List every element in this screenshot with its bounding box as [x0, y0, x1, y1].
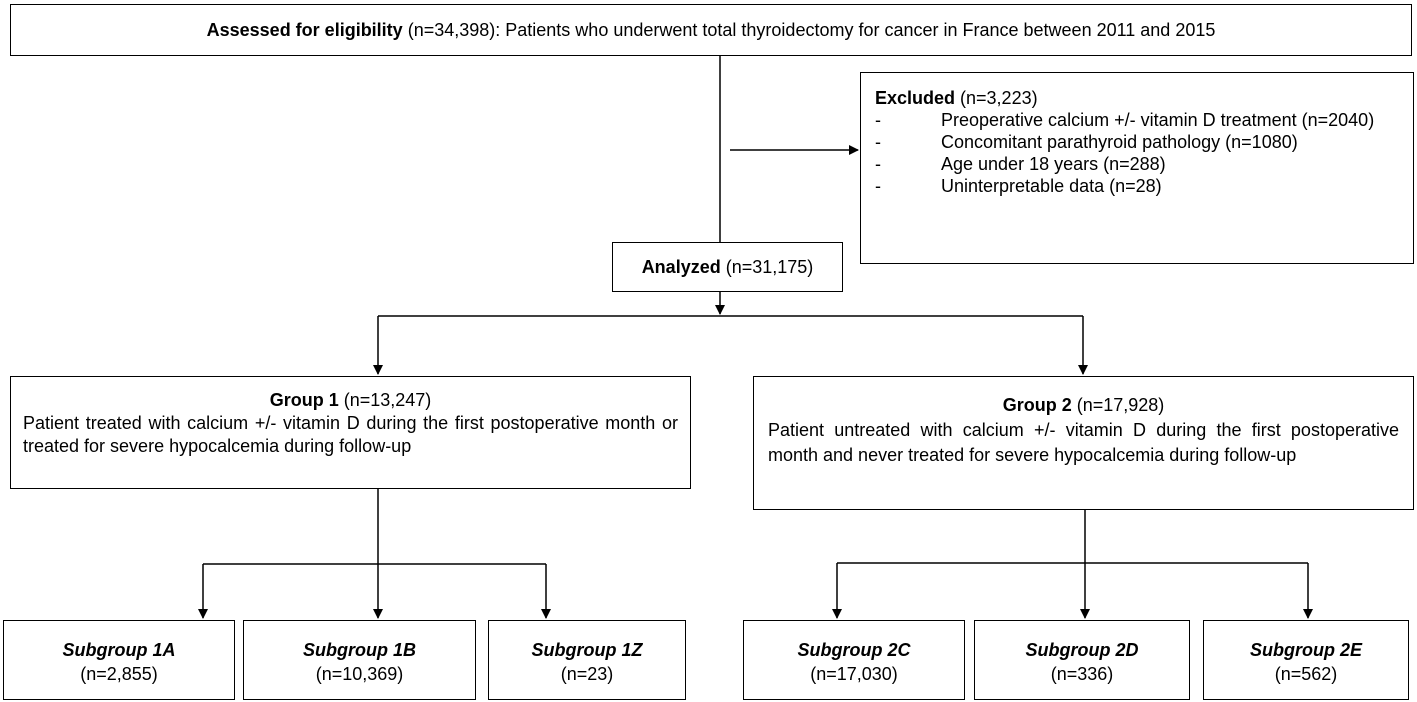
- analyzed-label: Analyzed: [641, 256, 721, 277]
- group2-count: (n=17,928): [1071, 395, 1165, 415]
- analyzed-box: Analyzed (n=31,175): [612, 242, 843, 292]
- subgroup-1z-label: Subgroup 1Z: [531, 640, 643, 660]
- group2-label: Group 2: [1002, 395, 1072, 415]
- subgroup-2c-label: Subgroup 2C: [797, 640, 911, 660]
- eligibility-box: Assessed for eligibility (n=34,398): Pat…: [10, 4, 1412, 56]
- excluded-label: Excluded: [875, 88, 956, 108]
- subgroup-2d-count: (n=336): [1050, 664, 1114, 684]
- eligibility-text: (n=34,398): Patients who underwent total…: [402, 19, 1216, 40]
- excluded-item-dash: -: [875, 110, 881, 130]
- excluded-item-dash: -: [875, 154, 881, 174]
- excluded-item-text: Concomitant parathyroid pathology (n=108…: [941, 132, 1298, 152]
- subgroup-2c-box: Subgroup 2C (n=17,030): [743, 620, 965, 700]
- subgroup-2e-count: (n=562): [1274, 664, 1338, 684]
- excluded-item-text: Age under 18 years (n=288): [941, 154, 1166, 174]
- excluded-item: - Concomitant parathyroid pathology (n=1…: [875, 131, 1399, 153]
- group1-box: Group 1 (n=13,247) Patient treated with …: [10, 376, 691, 489]
- subgroup-1z-count: (n=23): [560, 664, 614, 684]
- analyzed-count: (n=31,175): [720, 256, 814, 277]
- group1-count: (n=13,247): [338, 390, 432, 410]
- subgroup-1b-label: Subgroup 1B: [303, 640, 416, 660]
- subgroup-2d-box: Subgroup 2D (n=336): [974, 620, 1190, 700]
- excluded-count: (n=3,223): [955, 88, 1038, 108]
- subgroup-2d-label: Subgroup 2D: [1025, 640, 1139, 660]
- excluded-item-text: Uninterpretable data (n=28): [941, 176, 1162, 196]
- eligibility-label: Assessed for eligibility: [206, 19, 403, 40]
- excluded-item: - Uninterpretable data (n=28): [875, 175, 1399, 197]
- excluded-item-dash: -: [875, 132, 881, 152]
- subgroup-1b-box: Subgroup 1B (n=10,369): [243, 620, 476, 700]
- excluded-item-dash: -: [875, 176, 881, 196]
- subgroup-1a-label: Subgroup 1A: [62, 640, 176, 660]
- excluded-box: Excluded (n=3,223) - Preoperative calciu…: [860, 72, 1414, 264]
- group1-label: Group 1: [269, 390, 339, 410]
- subgroup-2e-box: Subgroup 2E (n=562): [1203, 620, 1409, 700]
- excluded-item-text: Preoperative calcium +/- vitamin D treat…: [941, 110, 1375, 130]
- excluded-item: - Preoperative calcium +/- vitamin D tre…: [875, 109, 1399, 131]
- subgroup-2c-count: (n=17,030): [810, 664, 898, 684]
- subgroup-2e-label: Subgroup 2E: [1250, 640, 1362, 660]
- group1-description: Patient treated with calcium +/- vitamin…: [23, 413, 678, 456]
- group2-description: Patient untreated with calcium +/- vitam…: [768, 420, 1399, 465]
- excluded-item: - Age under 18 years (n=288): [875, 153, 1399, 175]
- group2-box: Group 2 (n=17,928) Patient untreated wit…: [753, 376, 1414, 510]
- subgroup-1a-count: (n=2,855): [80, 664, 158, 684]
- subgroup-1b-count: (n=10,369): [315, 664, 404, 684]
- subgroup-1a-box: Subgroup 1A (n=2,855): [3, 620, 235, 700]
- subgroup-1z-box: Subgroup 1Z (n=23): [488, 620, 686, 700]
